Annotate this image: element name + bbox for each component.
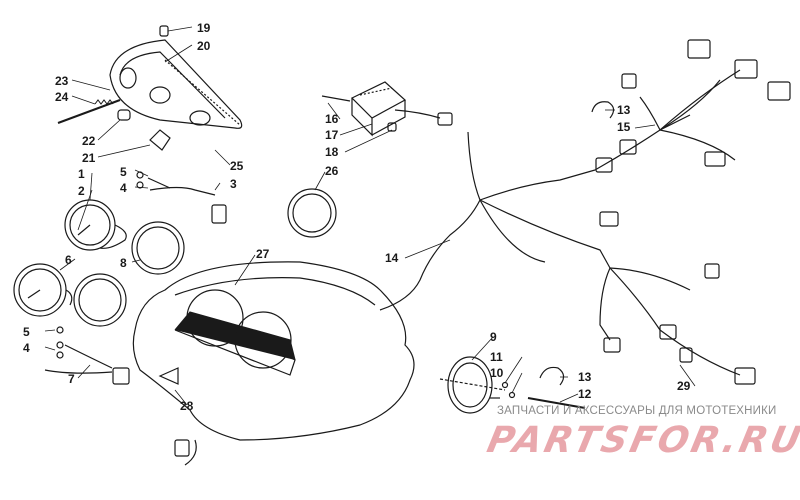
callout-24: 24: [55, 90, 69, 104]
regulator-module: [321, 81, 453, 137]
ring-26: [287, 188, 337, 238]
leader-lines: [44, 26, 696, 406]
watermark-tagline: ЗАПЧАСТИ И АКСЕССУАРЫ ДЛЯ МОТОТЕХНИКИ: [497, 405, 777, 417]
callout-13-upper: 13: [617, 103, 631, 117]
callout-27: 27: [256, 247, 270, 261]
spring-24: [94, 99, 114, 105]
callout-22: 22: [82, 134, 96, 148]
callout-21: 21: [82, 151, 96, 165]
callout-9: 9: [490, 330, 497, 344]
callout-25: 25: [230, 159, 244, 173]
headlight-housing: [109, 39, 243, 129]
gauge-ring-6: [73, 273, 127, 327]
main-wiring-harness: [379, 39, 791, 385]
gauge-9: [447, 356, 500, 414]
callout-28: 28: [180, 399, 194, 413]
screw-23: [57, 99, 121, 124]
callout-18: 18: [325, 145, 339, 159]
callout-23: 23: [55, 74, 69, 88]
callout-20: 20: [197, 39, 211, 53]
callout-13-lower: 13: [578, 370, 592, 384]
callout-8: 8: [120, 256, 127, 270]
callout-labels: 19 20 23 24 22 21 25 1 2 5 4 3 6 8 5 4 7…: [23, 21, 691, 413]
callout-7: 7: [68, 372, 75, 386]
callout-17: 17: [325, 128, 339, 142]
clip-13-lower: [539, 366, 565, 386]
dash-panel: [132, 261, 415, 466]
callout-6: 6: [65, 253, 72, 267]
bracket-21: [149, 129, 171, 151]
bulb-22: [117, 109, 131, 121]
callout-5-lower: 5: [23, 325, 30, 339]
callout-16: 16: [325, 112, 339, 126]
harness-3: [136, 171, 227, 224]
callout-10: 10: [490, 366, 504, 380]
callout-19: 19: [197, 21, 211, 35]
gauge-ring-8: [131, 221, 185, 275]
callout-4-upper: 4: [120, 181, 127, 195]
callout-5-upper: 5: [120, 165, 127, 179]
callout-14: 14: [385, 251, 399, 265]
gauge-speedometer: [64, 199, 127, 251]
callout-4-lower: 4: [23, 341, 30, 355]
callout-3: 3: [230, 177, 237, 191]
callout-12: 12: [578, 387, 592, 401]
gauge-tachometer: [13, 263, 73, 317]
callout-1: 1: [78, 167, 85, 181]
clip-19: [159, 25, 169, 37]
callout-26: 26: [325, 164, 339, 178]
harness-7: [44, 326, 130, 385]
callout-2: 2: [78, 184, 85, 198]
callout-15: 15: [617, 120, 631, 134]
watermark-logo: PARTSFOR.RU: [483, 420, 800, 461]
clip-13-upper: [591, 101, 615, 119]
callout-29: 29: [677, 379, 691, 393]
callout-11: 11: [490, 350, 503, 364]
